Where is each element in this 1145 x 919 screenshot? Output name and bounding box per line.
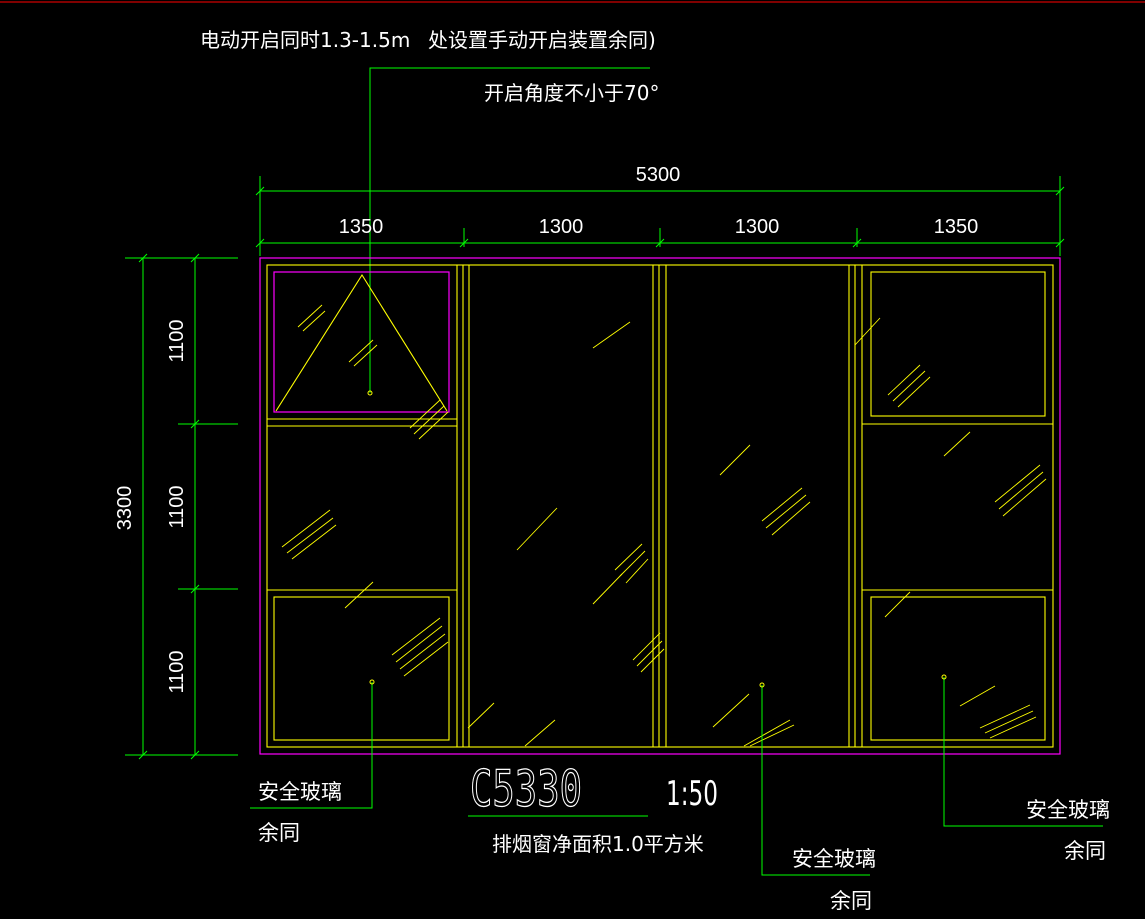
dim-seg-3: 1300 (735, 216, 780, 238)
same-label-mid: 余同 (830, 889, 872, 913)
dim-seg-2: 1300 (539, 216, 584, 238)
top-note-1: 电动开启同时1.3-1.5m (200, 28, 410, 52)
same-label-right: 余同 (1064, 839, 1106, 863)
dim-row-1: 1100 (166, 319, 188, 362)
glass-label-leaders (250, 677, 1103, 876)
dim-seg-4: 1350 (934, 216, 979, 238)
smoke-window-area-note: 排烟窗净面积1.0平方米 (492, 832, 704, 856)
dim-total-width: 5300 (636, 164, 681, 186)
glass-label-left: 安全玻璃 (258, 780, 342, 804)
drawing-scale: 1:50 (666, 774, 718, 814)
top-note-3: 开启角度不小于70° (484, 81, 659, 105)
leader-dot-mid (759, 682, 765, 688)
dim-row-3: 1100 (166, 650, 188, 693)
same-label-left: 余同 (258, 821, 300, 845)
glass-label-right: 安全玻璃 (1026, 798, 1110, 822)
dim-total-height: 3300 (114, 486, 136, 531)
leader-dot-left (369, 679, 375, 685)
leader-dot-right (941, 674, 947, 680)
glass-hatch-marks (281, 304, 1047, 747)
outer-frame (259, 257, 1061, 755)
horizontal-dimension-lines (255, 176, 1065, 256)
dim-row-2: 1100 (166, 485, 188, 528)
leader-dot-top (367, 390, 373, 396)
top-note-leader (369, 67, 650, 393)
vertical-dimension-lines (125, 253, 238, 760)
window-code-title: C5330 (470, 760, 582, 818)
glass-label-mid: 安全玻璃 (792, 847, 876, 871)
window-sashes (266, 264, 1054, 748)
dim-seg-1: 1350 (339, 216, 384, 238)
top-note-2: 处设置手动开启装置余同) (428, 28, 656, 52)
